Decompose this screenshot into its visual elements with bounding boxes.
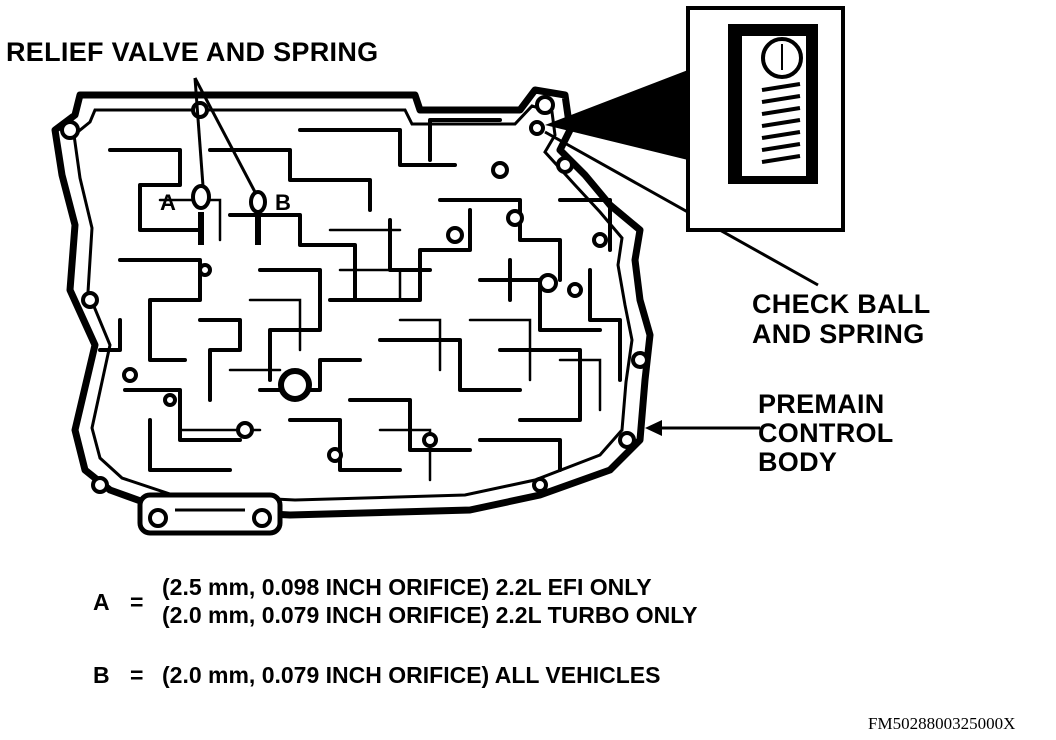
note-a-equals: = [130, 589, 144, 615]
note-a-key: A [93, 589, 110, 615]
note-b-line1: (2.0 mm, 0.079 INCH ORIFICE) ALL VEHICLE… [162, 662, 661, 688]
check-ball-label-line1: CHECK BALL [752, 289, 931, 319]
orifice-b [249, 190, 267, 245]
fluid-passages [98, 118, 622, 472]
center-bore [278, 368, 312, 402]
premain-label-line1: PREMAIN [758, 389, 885, 419]
relief-valve-leaders [193, 77, 257, 193]
premain-label-line3: BODY [758, 447, 838, 477]
relief-valve-label: RELIEF VALVE AND SPRING [6, 37, 379, 67]
callout-wedge [545, 70, 688, 160]
note-a-line1: (2.5 mm, 0.098 INCH ORIFICE) 2.2L EFI ON… [162, 574, 652, 600]
control-body-outline [51, 86, 654, 519]
premain-label-line2: CONTROL [758, 418, 894, 448]
note-a-line2: (2.0 mm, 0.079 INCH ORIFICE) 2.2L TURBO … [162, 602, 698, 628]
note-b-equals: = [130, 662, 144, 688]
check-ball-inset [686, 6, 845, 232]
premain-bracket [137, 492, 283, 536]
marker-b-label: B [275, 190, 292, 215]
mounting-holes [60, 95, 649, 494]
premain-arrow [645, 420, 760, 436]
figure-code: FM5028800325000X [868, 714, 1016, 733]
fluid-passages-fine [158, 198, 602, 482]
check-ball-label-line2: AND SPRING [752, 319, 925, 349]
check-ball-location [529, 120, 545, 136]
marker-a-label: A [160, 190, 177, 215]
check-ball-leader [544, 130, 819, 287]
orifice-a [191, 184, 211, 245]
note-b-key: B [93, 662, 110, 688]
